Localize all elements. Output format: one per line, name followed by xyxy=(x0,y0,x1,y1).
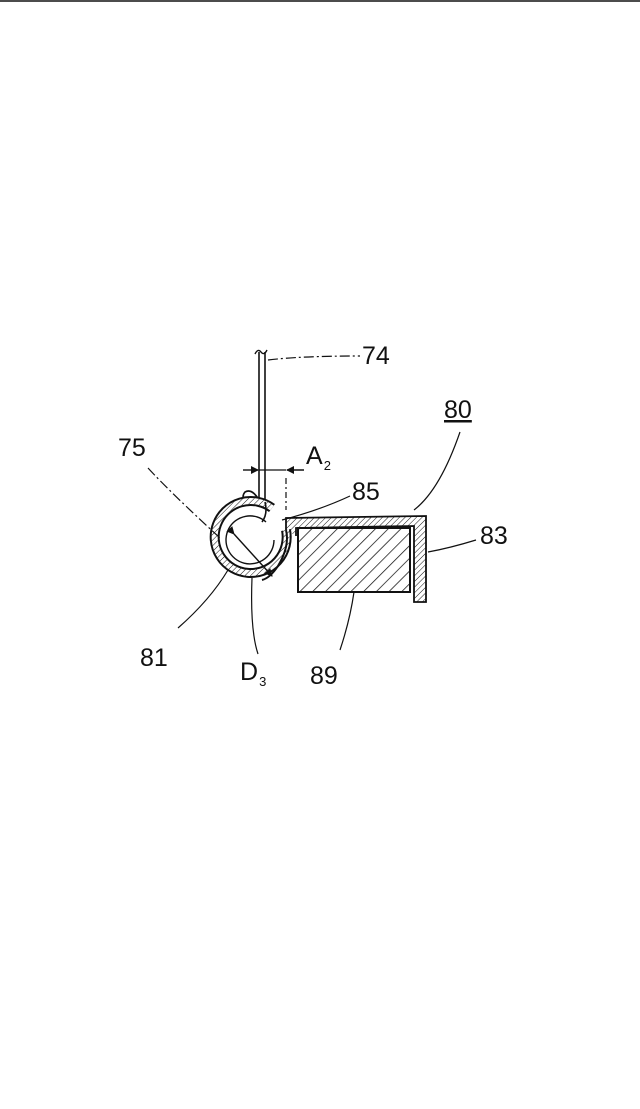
leader-lines xyxy=(148,356,476,654)
label-d3-sub: 3 xyxy=(259,674,266,689)
leader-89 xyxy=(340,592,354,650)
leader-80 xyxy=(414,432,460,510)
label-a2-sub: 2 xyxy=(324,458,331,473)
label-75: 75 xyxy=(118,434,146,462)
pad-89 xyxy=(298,528,410,592)
leader-74 xyxy=(268,356,360,360)
sheet-74 xyxy=(243,350,267,504)
label-83: 83 xyxy=(480,522,508,550)
label-74: 74 xyxy=(362,342,390,370)
label-a2: A2 xyxy=(306,442,331,473)
leader-d3 xyxy=(252,578,258,654)
label-85: 85 xyxy=(352,478,380,506)
leader-81 xyxy=(178,570,228,628)
label-89: 89 xyxy=(310,662,338,690)
tube-81 xyxy=(215,501,287,573)
label-a2-main: A xyxy=(306,442,323,470)
label-d3-main: D xyxy=(240,658,258,686)
leader-83 xyxy=(428,540,476,552)
label-d3: D3 xyxy=(240,658,266,689)
label-80: 80 xyxy=(444,396,472,424)
label-81: 81 xyxy=(140,644,168,672)
leader-75 xyxy=(148,468,220,538)
